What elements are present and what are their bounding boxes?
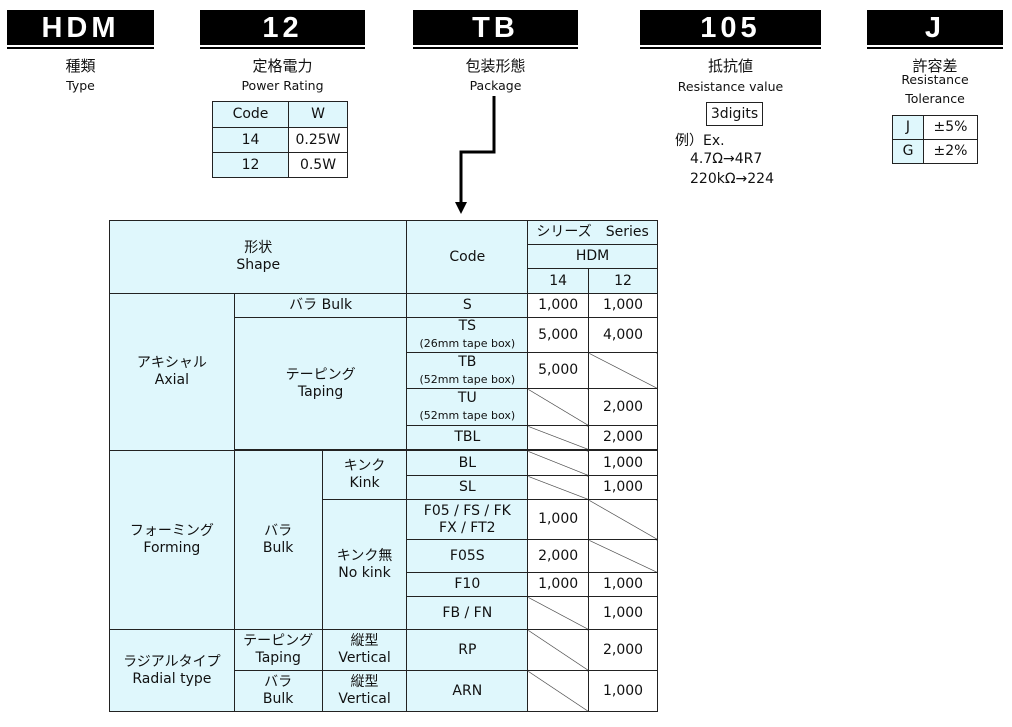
series-hdm: HDM xyxy=(527,244,658,269)
value-sl-14 xyxy=(527,475,590,500)
value-rp-12: 2,000 xyxy=(588,629,658,671)
example-label: 例）Ex. xyxy=(675,133,725,149)
power-code-14: 14 xyxy=(212,127,289,153)
code-arn: ARN xyxy=(406,670,529,712)
value-f05-12 xyxy=(588,499,658,540)
value-tbl-14 xyxy=(527,425,590,450)
code-tb: TB(52mm tape box) xyxy=(406,352,529,389)
value-f10-14: 1,000 xyxy=(527,572,590,597)
code-box-power: 12 xyxy=(200,10,365,49)
label-tolerance-en1: Resistance xyxy=(901,72,969,87)
label-power-jp: 定格電力 xyxy=(252,57,313,75)
label-resistance-en: Resistance value xyxy=(677,79,784,94)
value-arn-14 xyxy=(527,670,590,712)
value-f05-14: 1,000 xyxy=(527,499,590,540)
code-f05s: F05S xyxy=(406,539,529,573)
example-1: 4.7Ω→4R7 xyxy=(690,151,763,167)
tolerance-code-j: J xyxy=(892,115,924,140)
code-tu: TU(52mm tape box) xyxy=(406,388,529,426)
power-value-12: 0.5W xyxy=(288,152,348,178)
power-code-12: 12 xyxy=(212,152,289,178)
col-header-12: 12 xyxy=(588,268,658,294)
label-tolerance-jp: 許容差 xyxy=(912,57,958,75)
label-resistance-jp: 抵抗値 xyxy=(707,57,753,75)
code-sl: SL xyxy=(406,475,529,500)
digits-box: 3digits xyxy=(706,102,763,126)
code-tbl: TBL xyxy=(406,425,529,450)
label-tolerance-en2: Tolerance xyxy=(905,91,965,106)
value-s-12: 1,000 xyxy=(588,293,658,318)
label-power-en: Power Rating xyxy=(241,78,324,93)
tolerance-value-g: ±2% xyxy=(923,139,978,164)
label-package-jp: 包装形態 xyxy=(465,57,526,75)
value-tu-12: 2,000 xyxy=(588,388,658,426)
value-ts-14: 5,000 xyxy=(527,317,590,353)
value-sl-12: 1,000 xyxy=(588,475,658,500)
series-header: シリーズ Series xyxy=(527,220,658,245)
value-fb-12: 1,000 xyxy=(588,596,658,630)
tolerance-code-g: G xyxy=(892,139,924,164)
code-box-resistance: 105 xyxy=(640,10,821,49)
value-tb-12 xyxy=(588,352,658,389)
code-box-package: TB xyxy=(413,10,578,49)
code-f10: F10 xyxy=(406,572,529,597)
value-tb-14: 5,000 xyxy=(527,352,590,389)
code-bl: BL xyxy=(406,450,529,476)
value-ts-12: 4,000 xyxy=(588,317,658,353)
power-value-14: 0.25W xyxy=(288,127,348,153)
value-bl-12: 1,000 xyxy=(588,450,658,476)
value-f10-12: 1,000 xyxy=(588,572,658,597)
code-rp: RP xyxy=(406,629,529,671)
value-arn-12: 1,000 xyxy=(588,670,658,712)
code-box-tolerance: J xyxy=(867,10,1003,49)
value-bl-14 xyxy=(527,450,590,476)
value-f05s-12 xyxy=(588,539,658,573)
value-tbl-12: 2,000 xyxy=(588,425,658,450)
label-package-en: Package xyxy=(469,78,522,93)
power-header-w: W xyxy=(288,101,348,128)
code-s: S xyxy=(406,293,529,318)
value-tu-14 xyxy=(527,388,590,426)
value-rp-14 xyxy=(527,629,590,671)
label-type-en: Type xyxy=(66,78,95,93)
code-fb: FB / FN xyxy=(406,596,529,630)
label-type-jp: 種類 xyxy=(65,57,96,75)
example-2: 220kΩ→224 xyxy=(690,171,774,187)
col-header-14: 14 xyxy=(527,268,590,294)
power-header-code: Code xyxy=(212,101,289,128)
code-ts: TS(26mm tape box) xyxy=(406,317,529,353)
tolerance-value-j: ±5% xyxy=(923,115,978,140)
code-header: Code xyxy=(406,220,529,294)
axial-bulk-cell: バラ Bulk xyxy=(233,293,408,318)
value-f05s-14: 2,000 xyxy=(527,539,590,573)
value-fb-14 xyxy=(527,596,590,630)
code-box-type: HDM xyxy=(7,10,154,49)
tolerance-table: J ±5% G ±2% xyxy=(892,115,978,164)
power-rating-table: Code W 14 0.25W 12 0.5W xyxy=(212,101,348,178)
value-s-14: 1,000 xyxy=(527,293,590,318)
